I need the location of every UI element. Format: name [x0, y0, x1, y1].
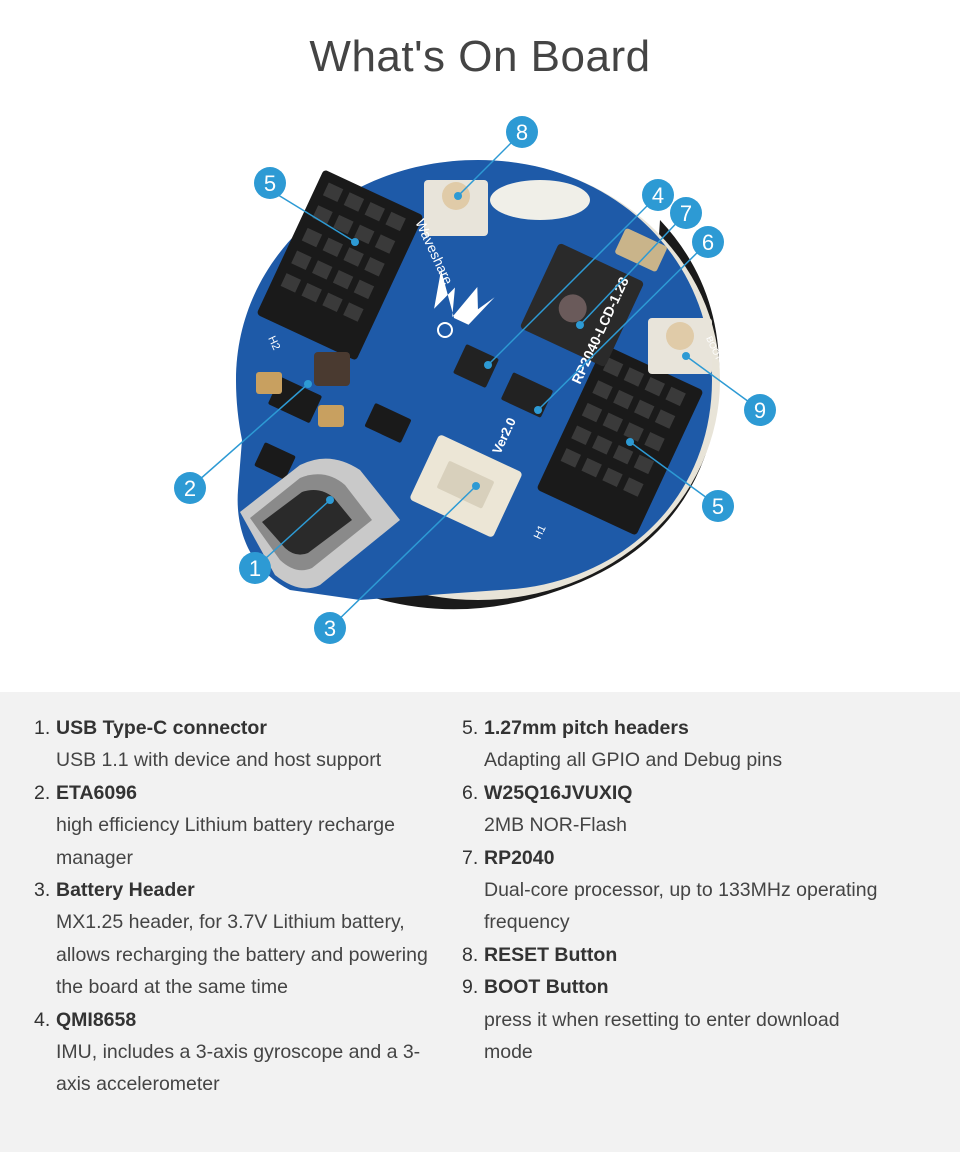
capacitor: [318, 405, 344, 427]
feature-desc: USB 1.1 with device and host support: [56, 749, 382, 772]
feature-name: RP2040: [484, 846, 555, 869]
svg-text:5: 5: [264, 171, 276, 196]
feature-name: QMI8658: [56, 1008, 137, 1031]
callout-badge: 4: [642, 179, 674, 211]
board-h1-text: H1: [532, 523, 549, 541]
feature-name: ETA6096: [56, 781, 137, 804]
smile-logo: [437, 322, 453, 338]
feature-desc: IMU, includes a 3-axis gyroscope and a 3…: [56, 1041, 421, 1096]
feature-name: BOOT Button: [484, 976, 609, 999]
callout-badge: 1: [239, 552, 271, 584]
feature-desc: 2MB NOR-Flash: [484, 814, 628, 837]
callout-badge: 3: [314, 612, 346, 644]
svg-text:3: 3: [324, 616, 336, 641]
board-h2-text: H2: [265, 334, 282, 352]
board-cutout: [490, 180, 590, 220]
svg-text:8: 8: [516, 120, 528, 145]
svg-text:9: 9: [754, 398, 766, 423]
usb-c-connector: [240, 458, 400, 589]
crystal: [615, 228, 667, 272]
battery-header: [410, 435, 522, 537]
flash-chip: [501, 372, 553, 418]
inductor: [314, 352, 350, 386]
svg-text:6: 6: [702, 230, 714, 255]
callout-badge: 7: [670, 197, 702, 229]
imu-chip: [453, 344, 499, 388]
callout-badge: 8: [506, 116, 538, 148]
feature-desc: Dual-core processor, up to 133MHz operat…: [484, 879, 878, 934]
svg-text:2: 2: [184, 476, 196, 501]
feature-desc: MX1.25 header, for 3.7V Lithium battery,…: [56, 911, 428, 999]
header-h1: [537, 345, 703, 535]
feature-name: Battery Header: [56, 879, 195, 902]
waveshare-logo: [434, 270, 495, 325]
header-h2: [257, 170, 423, 360]
callout-badge: 6: [692, 226, 724, 258]
boot-button-part: [648, 318, 712, 374]
page-title: What's On Board: [309, 32, 651, 81]
callout-dots: [304, 192, 690, 504]
feature-name: RESET Button: [484, 943, 618, 966]
transistor: [365, 403, 411, 443]
feature-name: 1.27mm pitch headers: [484, 717, 689, 739]
svg-text:4: 4: [652, 183, 664, 208]
callout-badge: 2: [174, 472, 206, 504]
diode: [254, 442, 296, 480]
feature-desc: high efficiency Lithium battery recharge…: [56, 814, 395, 869]
feature-item: 8. RESET Button: [462, 939, 882, 971]
capacitor: [256, 372, 282, 394]
feature-desc: Adapting all GPIO and Debug pins: [484, 749, 783, 772]
feature-name: W25Q16JVUXIQ: [484, 781, 633, 804]
svg-text:5: 5: [712, 494, 724, 519]
board-illustration: Waveshare RP2040-LCD-1.28 Ver2.0 H1 H2 B…: [174, 116, 776, 644]
callout-badge: 5: [702, 490, 734, 522]
feature-desc: press it when resetting to enter downloa…: [484, 1008, 840, 1064]
feature-name: USB Type-C connector: [56, 717, 267, 739]
callout-badge: 5: [254, 167, 286, 199]
callout-badge: 9: [744, 394, 776, 426]
reset-button-part: [424, 180, 488, 236]
svg-text:1: 1: [249, 556, 261, 581]
svg-text:7: 7: [680, 201, 692, 226]
